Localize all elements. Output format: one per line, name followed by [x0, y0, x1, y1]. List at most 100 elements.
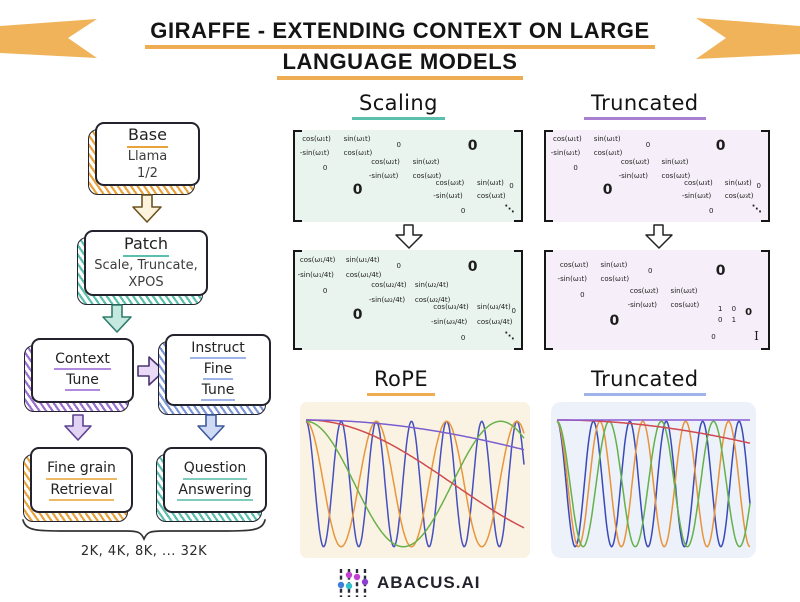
matrix-cell: 0 — [715, 138, 726, 155]
fine-grain-line-1: Fine grain — [46, 459, 117, 480]
matrix-cell: cos(ω₂t) — [620, 158, 650, 167]
matrix-cell: 0 — [708, 207, 714, 216]
curve-low-frequency-dim — [556, 420, 751, 548]
matrix-cell: cos(ω₁/4t) — [299, 256, 336, 264]
matrix-cell: ⋱ — [504, 204, 515, 216]
curve-mid-frequency-dim — [556, 420, 751, 548]
brand-text: ABACUS.AI — [377, 573, 480, 593]
patch-title: Patch — [123, 234, 169, 258]
arrow-context-to-instruct-icon — [137, 356, 165, 386]
matrix-cell: -sin(ω₂t) — [627, 301, 658, 309]
matrix-cell: sin(ω₁t) — [593, 135, 621, 144]
arrow-context-to-finegrain-icon — [64, 414, 92, 441]
matrix-cell: cos(ω₁/4t) — [345, 271, 382, 279]
matrix-cell: 0 — [396, 140, 401, 149]
matrix-cell: 0 — [609, 313, 620, 329]
arrow-truncated-transform-icon — [645, 224, 673, 249]
matrix-cell: sin(ω₁/4t) — [345, 256, 380, 264]
flow-box-fine-grain-retrieval: Fine grain Retrieval — [23, 447, 133, 522]
matrix-cell: 0 — [460, 207, 466, 216]
base-sub1: Llama — [127, 149, 168, 165]
abacus-ai-logo: ABACUS.AI — [336, 567, 480, 599]
matrix-cell: -sin(ω₃/4t) — [431, 318, 468, 326]
title-line-2: LANGUAGE MODELS — [277, 49, 523, 80]
matrix-cell: 0 — [731, 305, 737, 313]
page-title: GIRAFFE - EXTENDING CONTEXT ON LARGE LAN… — [0, 18, 800, 80]
curve-mid-frequency-dim — [305, 420, 525, 548]
matrix-cell: -sin(ω₃t) — [433, 192, 463, 201]
section-header-rope: RoPE — [367, 367, 436, 396]
matrix-cell: -sin(ω₁t) — [550, 149, 581, 158]
matrix-cell: sin(ω₁t) — [343, 135, 371, 144]
patch-sub2: XPOS — [128, 275, 164, 291]
curve-truncated-slow-dim — [557, 419, 751, 444]
instruct-line-1: Instruct — [190, 339, 246, 359]
matrix-cell: 0 — [511, 307, 516, 315]
matrix-cell: cos(ω₁t) — [559, 261, 589, 269]
matrix-cell: 0 — [745, 307, 753, 318]
matrix-cell: cos(ω₃t) — [724, 192, 754, 201]
patch-sub1: Scale, Truncate, — [94, 258, 198, 274]
flow-box-patch: Patch Scale, Truncate, XPOS — [77, 230, 208, 305]
flow-box-context-tune: Context Tune — [24, 338, 134, 412]
question-line-2: Answering — [177, 481, 253, 501]
matrix-cell: 0 — [580, 291, 585, 299]
section-header-truncated-bottom: Truncated — [584, 367, 706, 396]
context-line-1: Context — [54, 350, 111, 370]
matrix-cell: 0 — [718, 316, 723, 324]
abacus-icon — [337, 569, 369, 597]
curve-lowest-frequency-dim — [306, 419, 525, 451]
matrix-cell: 0 — [645, 140, 651, 149]
curly-brace-icon — [22, 519, 266, 542]
matrix-cell: cos(ω₃t) — [477, 192, 506, 201]
matrix-cell: 0 — [352, 182, 363, 199]
matrix-cell: sin(ω₂t) — [661, 158, 689, 167]
matrix-cell: cos(ω₁t) — [593, 149, 623, 158]
matrix-cell: sin(ω₂t) — [670, 287, 698, 295]
matrix-cell: 0 — [647, 267, 653, 275]
arrow-base-to-patch-icon — [132, 194, 162, 223]
matrix-cell: 1 — [731, 316, 737, 324]
matrix-cell: 0 — [467, 138, 478, 155]
ribbon-left-icon — [0, 19, 97, 58]
truncated-basis-plot — [551, 402, 756, 558]
arrow-instruct-to-question-icon — [197, 414, 225, 441]
question-line-1: Question — [182, 459, 248, 480]
matrix-cell: -sin(ω₂t) — [618, 172, 649, 181]
curve-low-frequency-dim — [306, 420, 525, 548]
matrix-cell: cos(ω₁t) — [302, 135, 331, 144]
matrix-cell: sin(ω₃t) — [724, 178, 752, 187]
base-sub2: 1/2 — [137, 166, 158, 182]
matrix-cell: cos(ω₁t) — [553, 135, 582, 144]
title-line-1: GIRAFFE - EXTENDING CONTEXT ON LARGE — [145, 18, 655, 49]
matrix-cell: sin(ω₁t) — [600, 261, 628, 269]
matrix-cell: 0 — [322, 163, 328, 172]
matrix-cell: cos(ω₂/4t) — [414, 296, 451, 304]
matrix-cell: 0 — [396, 262, 401, 270]
matrix-cell: 0 — [756, 182, 761, 191]
matrix-cell: -sin(ω₁/4t) — [297, 271, 334, 279]
matrix-cell: cos(ω₂t) — [661, 172, 691, 181]
matrix-cell: 0 — [602, 182, 613, 199]
matrix-cell: 0 — [460, 334, 466, 342]
rope-basis-plot — [300, 402, 530, 558]
matrix-cell: 0 — [573, 163, 578, 172]
matrix-cell: I — [754, 329, 759, 343]
matrix-cell: 1 — [718, 305, 723, 313]
brand-suffix: .AI — [455, 573, 481, 592]
matrix-cell: -sin(ω₃t) — [681, 192, 712, 201]
matrix-cell: -sin(ω₂t) — [368, 172, 399, 181]
matrix-cell: 0 — [322, 287, 328, 295]
flow-box-base: Base Llama 1/2 — [88, 122, 200, 195]
matrix-cell: sin(ω₃t) — [477, 178, 504, 187]
matrix-cell: cos(ω₂t) — [629, 287, 659, 295]
curve-high-frequency-dim — [556, 420, 751, 548]
matrix-cell: cos(ω₁t) — [343, 149, 373, 158]
matrix-cell: -sin(ω₂/4t) — [368, 296, 406, 304]
matrix-cell: cos(ω₃t) — [435, 178, 465, 187]
matrix-cell: cos(ω₁t) — [600, 275, 630, 283]
matrix-cell: cos(ω₂/4t) — [371, 281, 407, 289]
